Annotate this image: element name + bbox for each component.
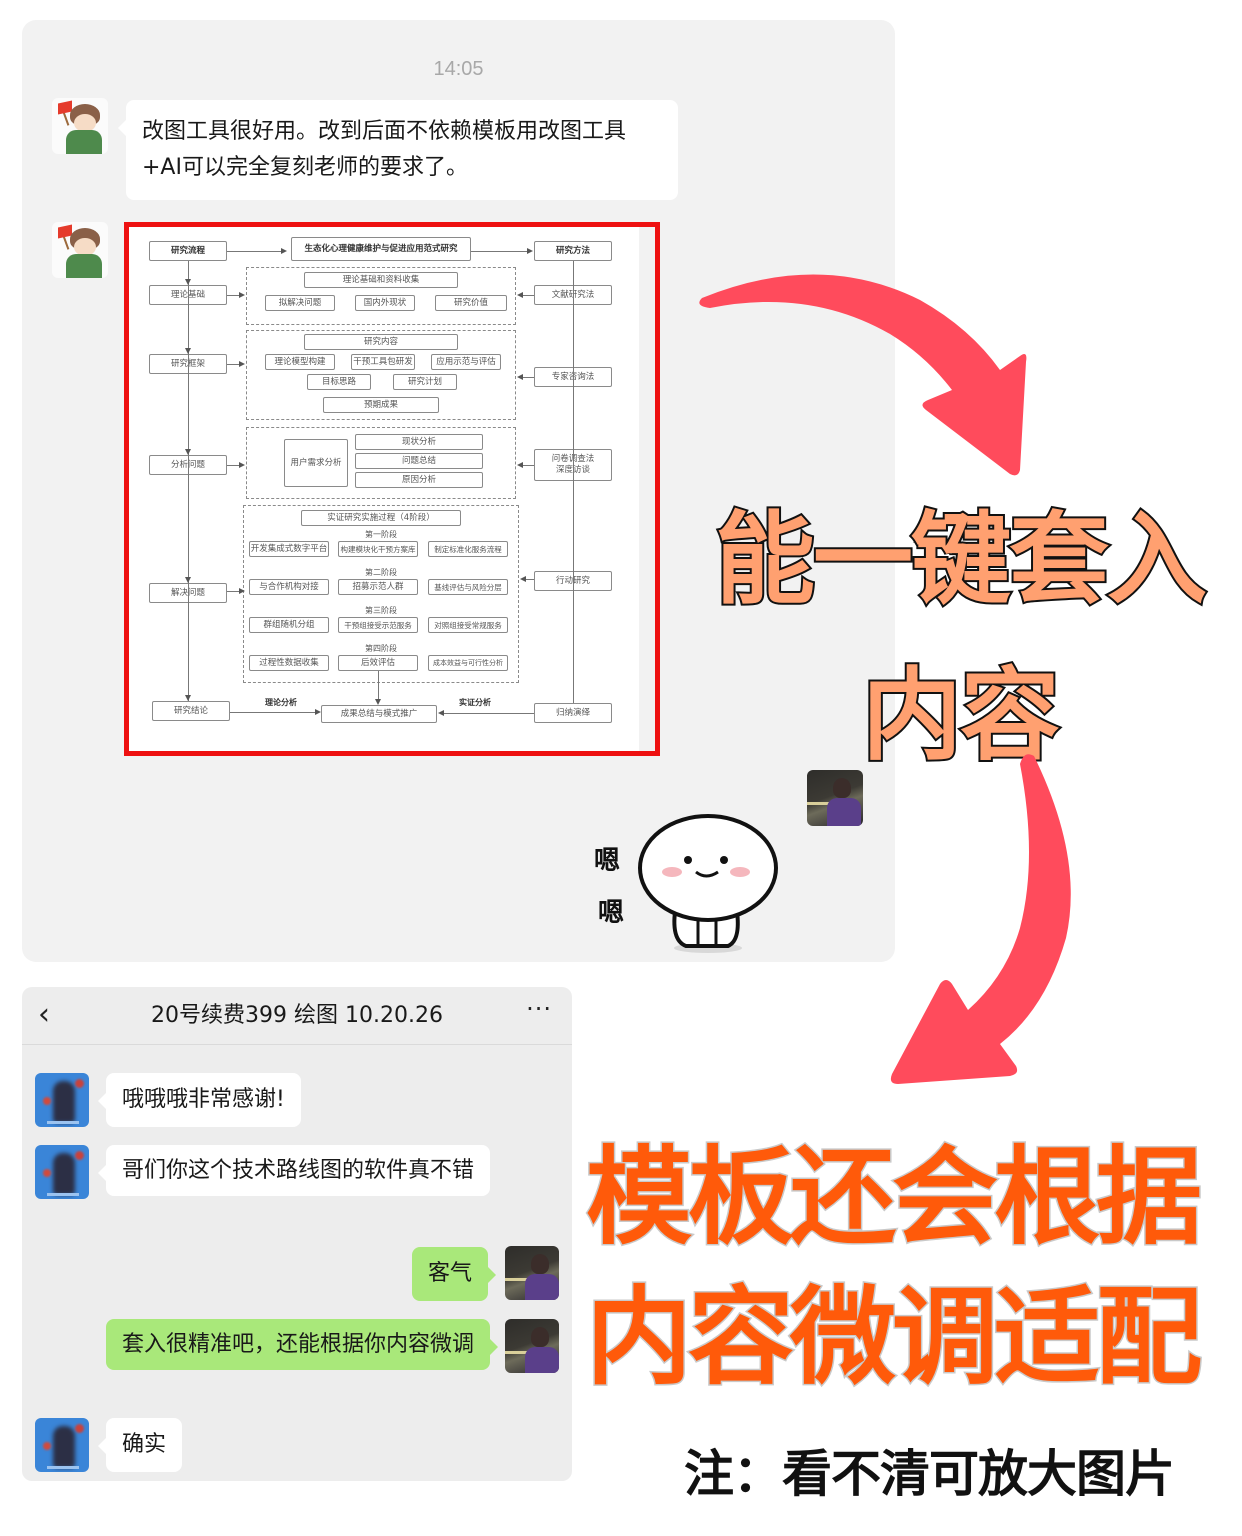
message-text: 确实 xyxy=(122,1432,167,1457)
message-text: 哥们你这个技术路线图的软件真不错 xyxy=(122,1158,475,1183)
flow-node: 群组随机分组 xyxy=(249,617,329,633)
flow-node: 原因分析 xyxy=(355,472,483,488)
flow-node: 与合作机构对接 xyxy=(249,579,329,595)
flow-node: 实证研究实施过程（4阶段） xyxy=(301,510,461,526)
flow-node: 研究价值 xyxy=(435,295,507,311)
sticker-text: 嗯 xyxy=(594,846,621,876)
message-bubble[interactable]: 改图工具很好用。改到后面不依赖模板用改图工具+AI可以完全复刻老师的要求了。 xyxy=(118,100,678,200)
self-avatar[interactable] xyxy=(505,1246,559,1300)
sticker-text: 嗯 xyxy=(598,898,625,928)
flow-node: 研究计划 xyxy=(393,374,457,390)
message-text: 套入很精准吧，还能根据你内容微调 xyxy=(122,1332,475,1357)
message-bubble[interactable]: 确实 xyxy=(97,1418,183,1472)
flow-node: 拟解决问题 xyxy=(265,295,335,311)
flow-node: 基线评估与风险分层 xyxy=(428,579,508,595)
flow-node: 研究结论 xyxy=(152,701,230,721)
flow-node: 归纳演绎 xyxy=(534,703,612,723)
flow-node: 干预组接受示范服务 xyxy=(338,617,418,633)
message-bubble-self[interactable]: 套入很精准吧，还能根据你内容微调 xyxy=(106,1319,498,1370)
flow-node: 理论模型构建 xyxy=(265,354,335,370)
contact-avatar[interactable] xyxy=(52,222,108,278)
flow-node: 过程性数据收集 xyxy=(249,655,329,671)
chat-bottom-panel: ‹ 20号续费399 绘图 10.20.26 ··· 哦哦哦非常感谢! 哥们你这… xyxy=(22,987,572,1481)
flow-node: 用户需求分析 xyxy=(284,439,348,487)
flow-node: 招募示范人群 xyxy=(338,579,418,595)
flow-node: 预期成果 xyxy=(323,397,439,413)
headline-template-adapt: 模板还会根据 内容微调适配 xyxy=(585,1135,1204,1401)
message-bubble[interactable]: 哦哦哦非常感谢! xyxy=(98,1073,301,1127)
message-bubble-self[interactable]: 客气 xyxy=(411,1247,497,1301)
flow-node: 国内外现状 xyxy=(355,295,415,311)
flow-title-node: 生态化心理健康维护与促进应用范式研究 xyxy=(291,237,471,261)
flow-node: 制定标准化服务流程 xyxy=(428,541,508,557)
back-icon[interactable]: ‹ xyxy=(38,997,50,1032)
flow-node: 开发集成式数字平台 xyxy=(249,541,329,557)
message-timestamp: 14:05 xyxy=(433,58,484,80)
contact-avatar[interactable] xyxy=(35,1145,89,1199)
flow-node: 构建模块化干预方案库 xyxy=(338,541,418,557)
flow-node: 应用示范与评估 xyxy=(431,354,501,370)
message-text: 客气 xyxy=(427,1261,472,1286)
flow-node: 干预工具包研发 xyxy=(351,354,415,370)
flow-node: 研究方法 xyxy=(534,241,612,261)
zoom-note: 注：看不清可放大图片 xyxy=(684,1445,1175,1503)
curved-arrow-icon xyxy=(699,274,1027,476)
message-bubble[interactable]: 哥们你这个技术路线图的软件真不错 xyxy=(98,1145,490,1196)
self-avatar[interactable] xyxy=(505,1319,559,1373)
chat-nav-bar: ‹ 20号续费399 绘图 10.20.26 ··· xyxy=(22,987,572,1045)
message-text: 哦哦哦非常感谢! xyxy=(122,1087,285,1112)
flow-node: 成本效益与可行性分析 xyxy=(428,655,508,671)
chat-title: 20号续费399 绘图 10.20.26 xyxy=(151,1003,443,1028)
flow-node: 研究流程 xyxy=(149,241,227,261)
self-avatar[interactable] xyxy=(807,770,863,826)
flow-node: 现状分析 xyxy=(355,434,483,450)
more-icon[interactable]: ··· xyxy=(526,995,552,1023)
flow-node: 对照组接受常规服务 xyxy=(428,617,508,633)
flow-node: 理论基础和资料收集 xyxy=(304,272,458,288)
message-text: 改图工具很好用。改到后面不依赖模板用改图工具+AI可以完全复刻老师的要求了。 xyxy=(142,119,627,180)
headline-one-click: 能一键套入 内容 xyxy=(713,499,1209,776)
contact-avatar[interactable] xyxy=(35,1418,89,1472)
sticker-message[interactable]: 嗯 嗯 xyxy=(594,810,794,955)
flow-node: 成果总结与模式推广 xyxy=(321,705,437,723)
flow-node: 问题总结 xyxy=(355,453,483,469)
flow-node: 目标思路 xyxy=(307,374,371,390)
contact-avatar[interactable] xyxy=(52,98,108,154)
contact-avatar[interactable] xyxy=(35,1073,89,1127)
flow-node: 后效评估 xyxy=(338,655,418,671)
flow-node: 研究内容 xyxy=(304,334,458,350)
curved-arrow-icon xyxy=(890,754,1071,1084)
sticker-character-icon xyxy=(638,814,778,953)
